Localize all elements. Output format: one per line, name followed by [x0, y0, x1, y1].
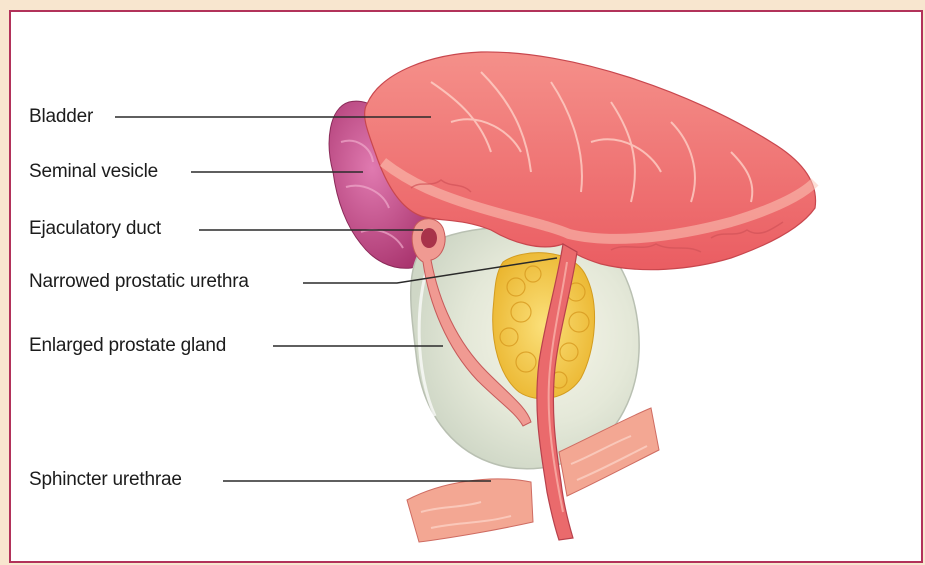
label-enlarged-prostate: Enlarged prostate gland — [29, 335, 226, 357]
diagram-frame: Bladder Seminal vesicle Ejaculatory duct… — [9, 10, 923, 563]
label-seminal-vesicle: Seminal vesicle — [29, 161, 158, 183]
label-sphincter: Sphincter urethrae — [29, 469, 182, 491]
label-bladder: Bladder — [29, 106, 93, 128]
label-narrowed-urethra: Narrowed prostatic urethra — [29, 271, 249, 293]
label-ejaculatory-duct: Ejaculatory duct — [29, 218, 161, 240]
